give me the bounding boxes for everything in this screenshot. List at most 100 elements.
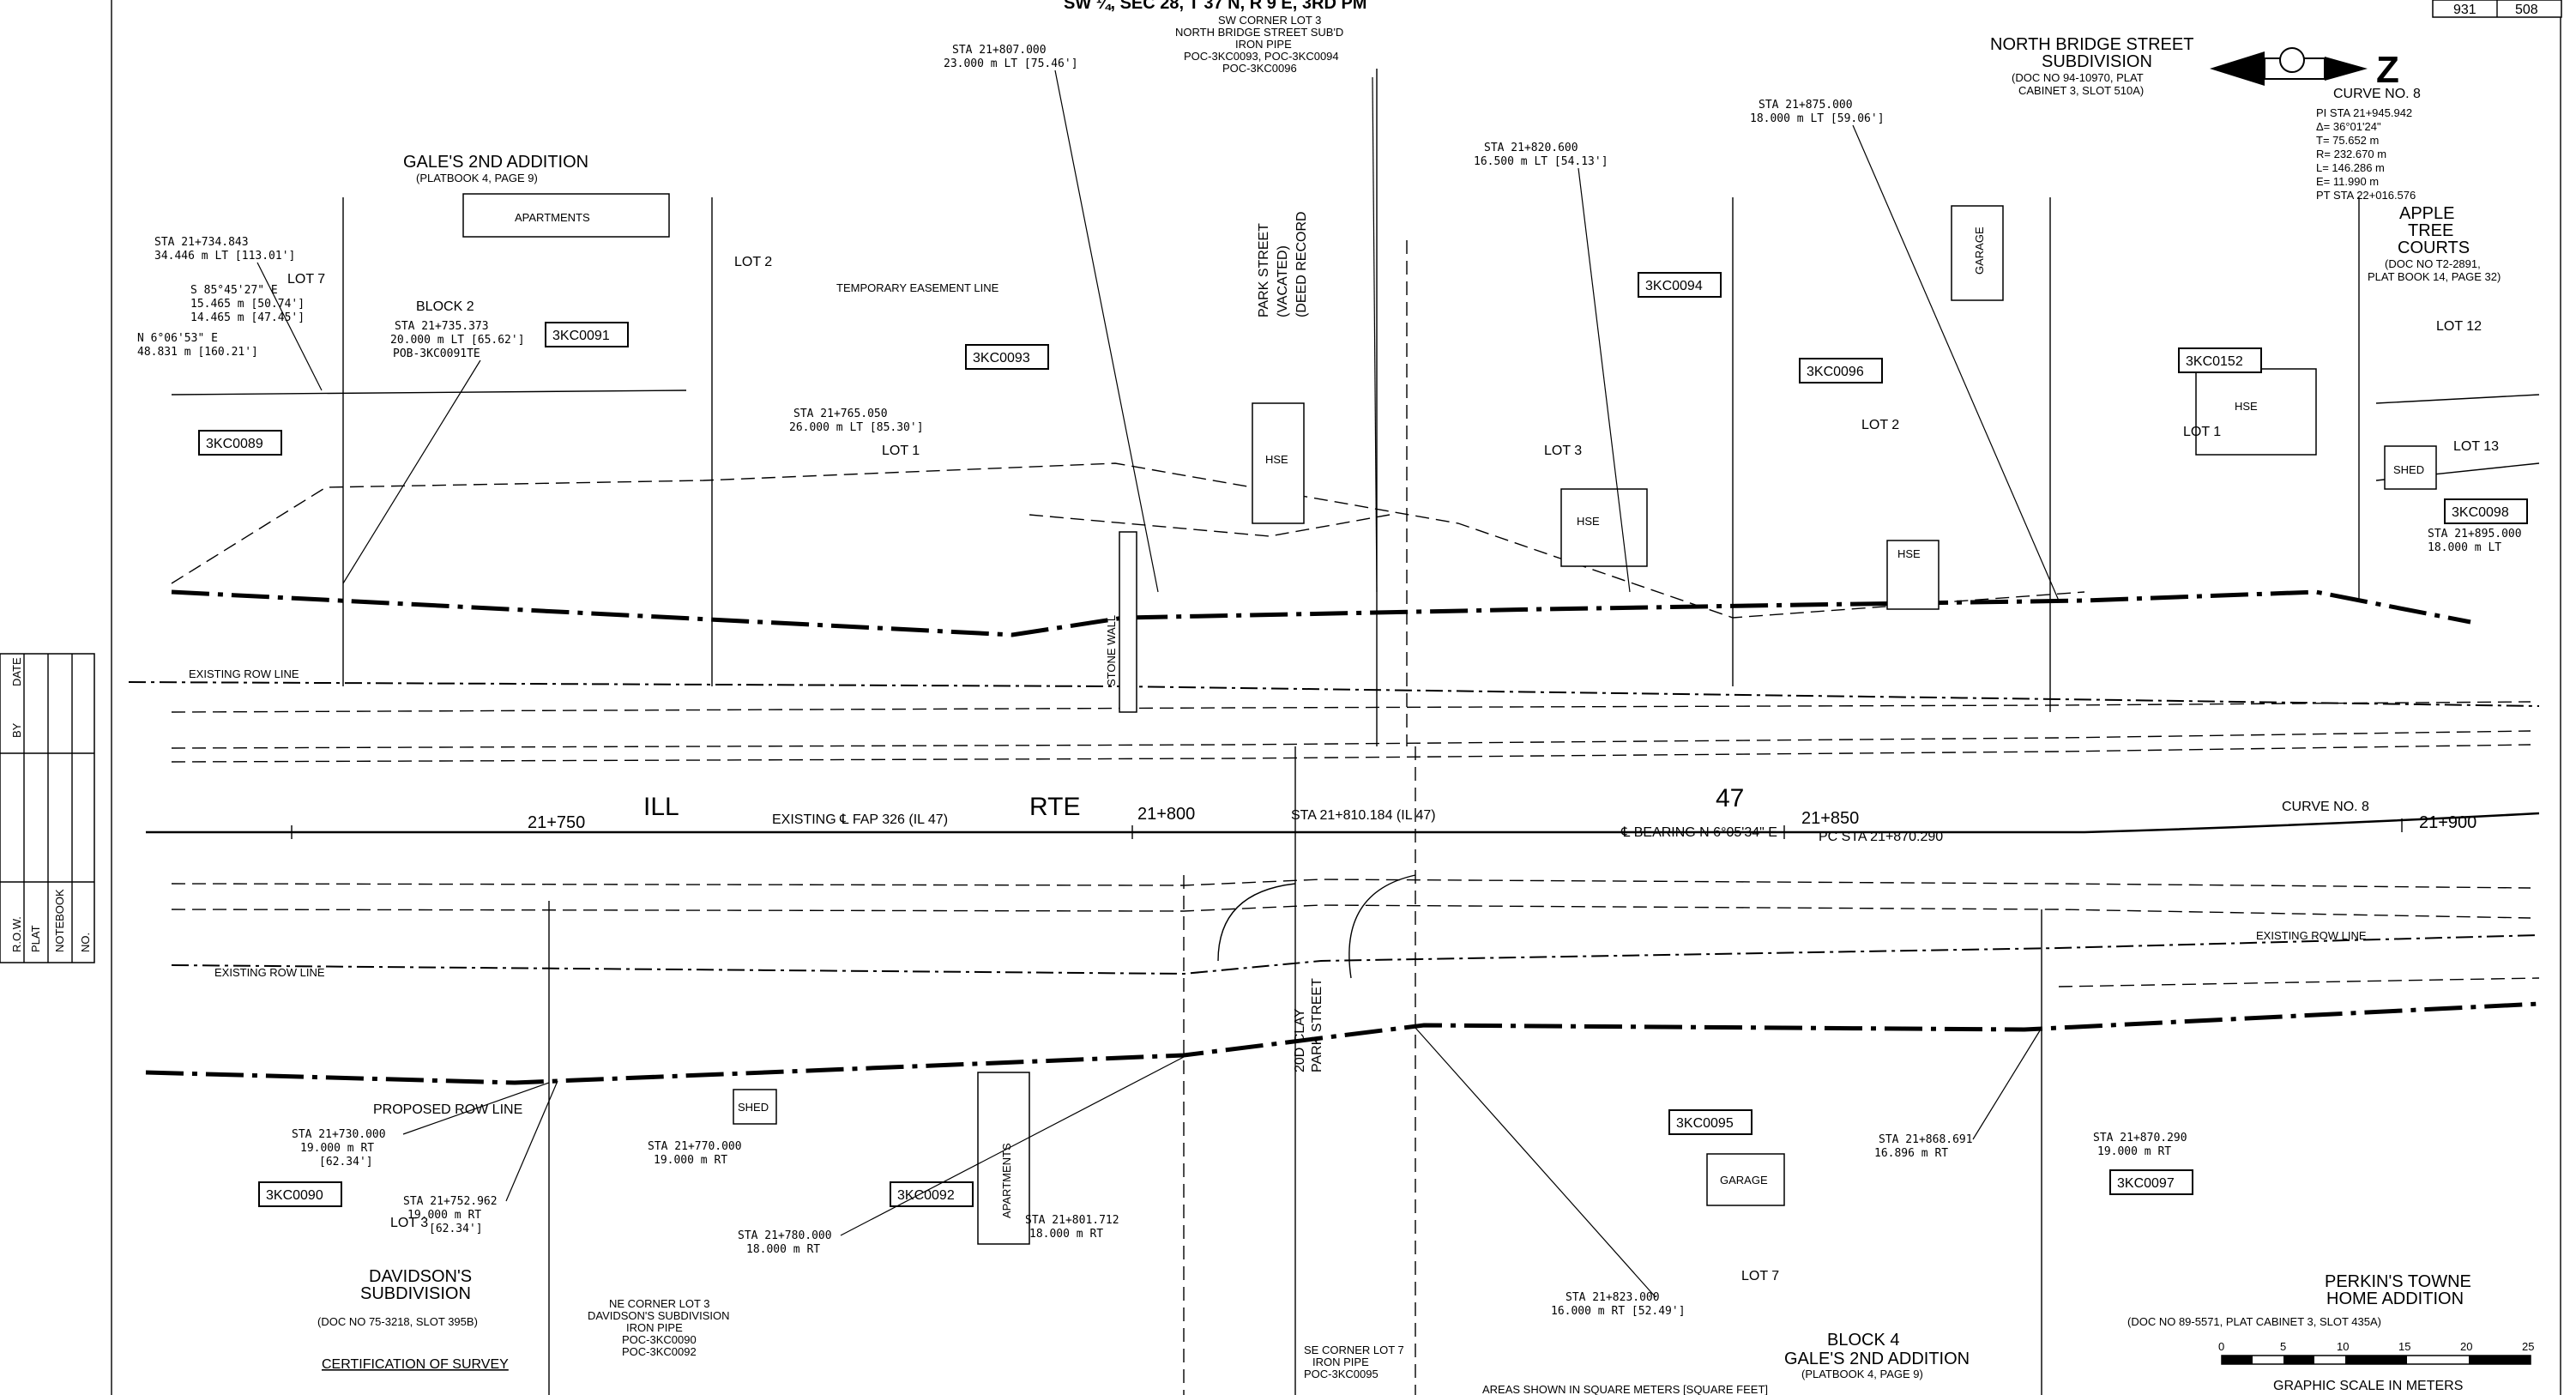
svg-text:18.000 m LT: 18.000 m LT xyxy=(2428,541,2501,554)
svg-text:GRAPHIC SCALE IN METERS: GRAPHIC SCALE IN METERS xyxy=(2273,1379,2463,1393)
title-block-row: R.O.W. xyxy=(10,916,23,952)
svg-text:STA 21+752.962: STA 21+752.962 xyxy=(403,1195,498,1208)
station-21-850: 21+850 xyxy=(1801,809,1859,828)
centerline-bearing: ℄ BEARING N 6°05'34" E xyxy=(1620,825,1777,840)
svg-text:Z: Z xyxy=(2376,49,2399,91)
svg-text:(DOC NO 94-10970, PLAT: (DOC NO 94-10970, PLAT xyxy=(2012,71,2144,84)
svg-text:N 6°06'53" E: N 6°06'53" E xyxy=(137,332,218,345)
shed-label-top: SHED xyxy=(2393,463,2424,476)
subdivision-north-bridge: NORTH BRIDGE STREET SUBDIVISION (DOC NO … xyxy=(1990,35,2193,97)
garage-bottom xyxy=(1706,1153,1785,1206)
svg-text:(DOC NO 75-3218, SLOT 395B): (DOC NO 75-3218, SLOT 395B) xyxy=(317,1315,478,1328)
svg-text:PLAT BOOK 14, PAGE 32): PLAT BOOK 14, PAGE 32) xyxy=(2368,270,2501,283)
subdivision-apple-tree: APPLE TREE COURTS (DOC NO T2-2891, PLAT … xyxy=(2368,204,2501,283)
svg-text:POB-3KC0091TE: POB-3KC0091TE xyxy=(393,347,480,360)
apartments-label-bottom: APARTMENTS xyxy=(1000,1143,1013,1218)
svg-text:3KC0093: 3KC0093 xyxy=(973,351,1030,365)
title-block-by: BY xyxy=(10,722,23,738)
svg-text:19.000 m RT: 19.000 m RT xyxy=(2097,1145,2171,1158)
svg-text:PT STA 22+016.576: PT STA 22+016.576 xyxy=(2316,189,2416,202)
svg-text:E= 11.990 m: E= 11.990 m xyxy=(2316,175,2379,188)
svg-text:POC-3KC0090: POC-3KC0090 xyxy=(622,1333,697,1346)
svg-text:SW CORNER LOT 3: SW CORNER LOT 3 xyxy=(1218,14,1321,27)
stone-wall-label: STONE WALL xyxy=(1105,615,1118,686)
svg-text:IRON PIPE: IRON PIPE xyxy=(1312,1356,1369,1368)
svg-text:POC-3KC0095: POC-3KC0095 xyxy=(1304,1368,1378,1380)
parcel-3kc0096: 3KC0096 xyxy=(1799,358,1883,383)
svg-text:3KC0090: 3KC0090 xyxy=(266,1188,323,1203)
svg-text:GALE'S 2ND ADDITION: GALE'S 2ND ADDITION xyxy=(403,153,588,172)
parcel-3kc0094: 3KC0094 xyxy=(1638,272,1722,298)
graphic-scale: 0 5 10 15 20 25 GRAPHIC SCALE IN METERS xyxy=(2218,1340,2534,1393)
north-arrow-icon: Z xyxy=(2210,47,2399,91)
stone-wall xyxy=(1119,531,1137,713)
svg-text:3KC0098: 3KC0098 xyxy=(2452,505,2509,520)
svg-text:SE CORNER LOT 7: SE CORNER LOT 7 xyxy=(1304,1344,1404,1356)
svg-text:3KC0152: 3KC0152 xyxy=(2186,354,2243,369)
station-21-900: 21+900 xyxy=(2419,813,2476,832)
svg-text:S 85°45'27" E: S 85°45'27" E xyxy=(190,284,278,297)
svg-text:3KC0096: 3KC0096 xyxy=(1807,365,1864,379)
svg-text:20.000 m LT [65.62']: 20.000 m LT [65.62'] xyxy=(390,334,525,347)
svg-text:POC-3KC0092: POC-3KC0092 xyxy=(622,1345,697,1358)
sheet-number: 931 xyxy=(2453,3,2476,17)
svg-text:PI STA 21+945.942: PI STA 21+945.942 xyxy=(2316,106,2412,119)
certification-of-survey: CERTIFICATION OF SURVEY xyxy=(322,1357,509,1372)
lot-7-top: LOT 7 xyxy=(287,272,325,287)
svg-text:HOME ADDITION: HOME ADDITION xyxy=(2326,1289,2464,1308)
svg-text:SUBDIVISION: SUBDIVISION xyxy=(2042,52,2152,71)
pavement-lines xyxy=(171,701,2531,919)
subdivision-perkins: PERKIN'S TOWNE HOME ADDITION (DOC NO 89-… xyxy=(2127,1272,2471,1328)
subdivision-davidsons: DAVIDSON'S SUBDIVISION (DOC NO 75-3218, … xyxy=(317,1267,478,1328)
route-rte: RTE xyxy=(1029,793,1080,821)
svg-text:POC-3KC0093, POC-3KC0094: POC-3KC0093, POC-3KC0094 xyxy=(1184,50,1339,63)
station-21-750: 21+750 xyxy=(528,813,585,832)
station-callouts-top: STA 21+734.843 34.446 m LT [113.01'] S 8… xyxy=(137,44,2522,601)
lot-12: LOT 12 xyxy=(2436,319,2482,334)
svg-text:(PLATBOOK 4, PAGE 9): (PLATBOOK 4, PAGE 9) xyxy=(1801,1368,1923,1380)
corner-note-ne-lot3: NE CORNER LOT 3 DAVIDSON'S SUBDIVISION I… xyxy=(588,1297,730,1358)
svg-text:5: 5 xyxy=(2280,1340,2286,1353)
lot-7-bottom: LOT 7 xyxy=(1741,1269,1779,1283)
svg-text:IRON PIPE: IRON PIPE xyxy=(626,1321,683,1334)
svg-text:26.000 m LT [85.30']: 26.000 m LT [85.30'] xyxy=(789,421,924,434)
existing-row-lines xyxy=(128,681,2540,975)
lot-2-right: LOT 2 xyxy=(1861,418,1899,432)
route-number: 47 xyxy=(1716,784,1744,812)
park-street-label-top: PARK STREET xyxy=(1257,223,1271,317)
svg-text:STA 21+875.000: STA 21+875.000 xyxy=(1759,99,1853,112)
hse-4 xyxy=(2195,368,2317,456)
lot-3-bottom: LOT 3 xyxy=(390,1216,428,1230)
shed-top xyxy=(2384,445,2437,490)
lot-13: LOT 13 xyxy=(2453,439,2499,454)
buildings xyxy=(462,193,2437,1245)
svg-text:STA 21+823.000: STA 21+823.000 xyxy=(1566,1291,1660,1304)
svg-text:STA 21+807.000: STA 21+807.000 xyxy=(952,44,1047,57)
svg-text:STA 21+868.691: STA 21+868.691 xyxy=(1879,1133,1973,1146)
proposed-row-label: PROPOSED ROW LINE xyxy=(373,1102,522,1117)
svg-text:[62.34']: [62.34'] xyxy=(319,1156,373,1169)
route-ill: ILL xyxy=(643,793,679,821)
svg-text:15: 15 xyxy=(2398,1340,2410,1353)
svg-text:10: 10 xyxy=(2337,1340,2349,1353)
svg-text:IRON PIPE: IRON PIPE xyxy=(1235,38,1292,51)
svg-text:3KC0094: 3KC0094 xyxy=(1645,279,1703,293)
garage-label-bottom: GARAGE xyxy=(1720,1174,1768,1187)
route-centerline xyxy=(146,812,2540,839)
svg-text:STA 21+735.373: STA 21+735.373 xyxy=(395,320,489,333)
existing-centerline-label: EXISTING ℄ FAP 326 (IL 47) xyxy=(772,812,948,827)
sta-callout-il47: STA 21+810.184 (IL 47) xyxy=(1291,808,1436,823)
svg-text:(DOC NO T2-2891,: (DOC NO T2-2891, xyxy=(2385,257,2481,270)
garage-label-top: GARAGE xyxy=(1973,226,1986,275)
svg-text:16.896 m RT: 16.896 m RT xyxy=(1874,1147,1948,1160)
svg-text:STA 21+770.000: STA 21+770.000 xyxy=(648,1140,742,1153)
svg-text:TREE: TREE xyxy=(2408,221,2453,240)
svg-text:19.000 m RT: 19.000 m RT xyxy=(654,1154,727,1167)
svg-text:BLOCK 4: BLOCK 4 xyxy=(1827,1331,1899,1350)
title-block-no: NO. xyxy=(79,933,92,952)
temporary-easement-label: TEMPORARY EASEMENT LINE xyxy=(836,281,999,294)
lot-1-top: LOT 1 xyxy=(882,444,920,458)
svg-text:3KC0097: 3KC0097 xyxy=(2117,1176,2175,1191)
clay-label: 20D CLAY xyxy=(1293,1008,1307,1072)
